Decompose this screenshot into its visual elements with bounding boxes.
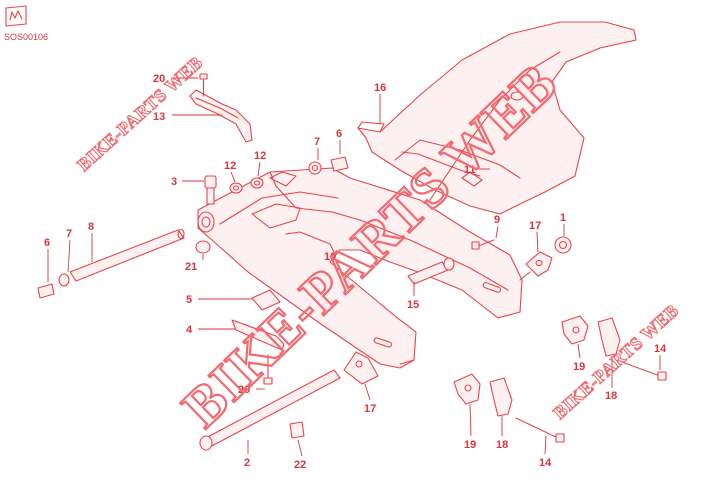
- label-7-top: 7: [314, 136, 320, 148]
- washer-12-a-part: [229, 182, 243, 194]
- bolt-3-part: [204, 175, 217, 205]
- bolt-20-top-part: [199, 73, 208, 97]
- label-12-a: 12: [224, 160, 236, 172]
- part-number-labels: 20 13 16 7 6 12 12 3 11 6 7 8 21 10 9 17…: [44, 73, 667, 471]
- wheel-axle-2-part: [199, 369, 341, 451]
- pivot-shaft-8-part: [69, 228, 185, 282]
- label-2: 2: [244, 457, 250, 469]
- chain-guard-part: [189, 89, 253, 143]
- label-3: 3: [171, 176, 177, 188]
- label-4: 4: [186, 324, 193, 336]
- label-15: 15: [407, 299, 419, 311]
- label-16: 16: [374, 82, 386, 94]
- label-19-lower: 19: [464, 439, 476, 451]
- washer-7-top-part: [308, 161, 322, 175]
- label-1: 1: [560, 212, 566, 224]
- cap-6-left-part: [37, 283, 55, 299]
- label-14-right: 14: [654, 343, 667, 355]
- watermark-small-left: BIKE-PARTS WEB: [73, 52, 206, 175]
- label-20-lower: 20: [238, 384, 250, 396]
- label-11: 11: [464, 164, 476, 176]
- label-5: 5: [186, 294, 192, 306]
- pin-15-part: [407, 257, 455, 285]
- label-6-top: 6: [336, 128, 342, 140]
- label-12-b: 12: [254, 150, 266, 162]
- brand-logo-icon: [5, 5, 27, 27]
- adjuster-19-lower-part: [453, 373, 481, 405]
- bracket-17-lower-part: [343, 351, 379, 385]
- watermark-small-right: BIKE-PARTS WEB: [549, 300, 682, 423]
- block-5-part: [251, 289, 281, 311]
- label-18-right: 18: [605, 390, 617, 402]
- cap-6-top-part: [330, 156, 349, 172]
- diagram-code: SOS00106: [4, 32, 48, 42]
- washer-7-left-part: [58, 273, 70, 287]
- bolt-14-lower-part: [515, 417, 565, 443]
- label-18-lower: 18: [496, 439, 508, 451]
- label-6-left: 6: [44, 237, 50, 249]
- label-19-right: 19: [573, 361, 585, 373]
- bracket-17-right-part: [525, 251, 553, 277]
- label-13: 13: [153, 111, 165, 123]
- rear-hugger-part: [357, 21, 637, 215]
- label-7-left: 7: [66, 228, 72, 240]
- label-21: 21: [185, 261, 197, 273]
- plate-18-lower-part: [489, 377, 513, 417]
- bush-1-part: [554, 236, 572, 254]
- swingarm-part: [197, 167, 523, 369]
- label-22: 22: [294, 459, 306, 471]
- leader-lines: [47, 77, 661, 457]
- bush-21-part: [195, 240, 211, 254]
- adjuster-19-right-part: [561, 315, 589, 345]
- bolt-20-lower-part: [263, 354, 273, 385]
- label-9: 9: [494, 214, 500, 226]
- label-10: 10: [324, 251, 336, 263]
- bolt-14-right-part: [621, 361, 667, 381]
- label-8: 8: [88, 221, 94, 233]
- bolt-9-part: [471, 239, 495, 250]
- washer-12-b-part: [250, 177, 264, 189]
- label-17-right: 17: [529, 220, 541, 232]
- plate-4-part: [231, 319, 285, 351]
- label-17-lower: 17: [364, 403, 376, 415]
- label-20-top: 20: [153, 73, 165, 85]
- label-14-lower: 14: [539, 457, 552, 469]
- plate-18-right-part: [597, 317, 621, 357]
- spacer-22-part: [289, 421, 305, 439]
